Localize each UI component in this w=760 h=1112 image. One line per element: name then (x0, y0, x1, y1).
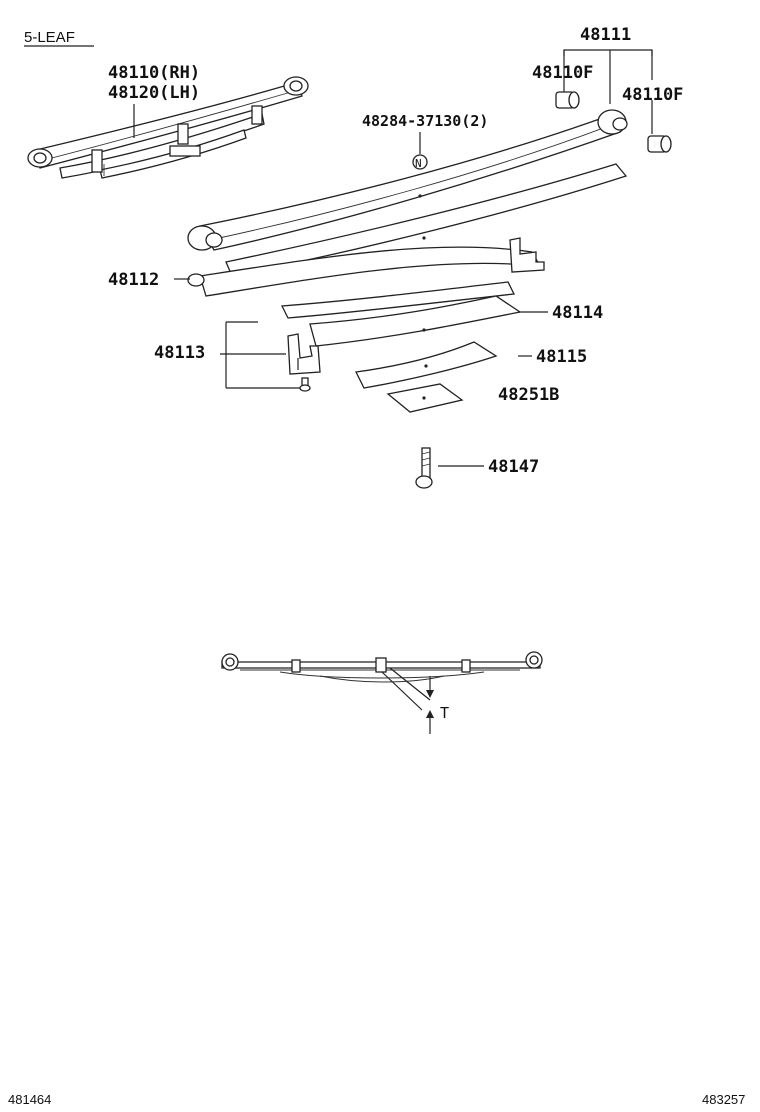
second-leaf-icon (225, 163, 628, 277)
clip-rivet-icon (299, 377, 311, 392)
leaf-spring-assembly-icon (27, 76, 309, 179)
label-leaf-2: 48112 (108, 270, 159, 290)
leaf-48112-icon (187, 237, 545, 297)
label-assembly-lh: 48120(LH) (108, 83, 200, 103)
center-bolt-icon (415, 447, 433, 489)
leaf-spring-side-view-icon (221, 651, 543, 734)
label-center-bolt: 48147 (488, 457, 539, 477)
bushing-left-icon (555, 91, 580, 109)
footer-right-code: 483257 (702, 1092, 745, 1107)
label-thickness: T (440, 704, 449, 722)
label-clip-group: 48113 (154, 343, 205, 363)
bracket-bushing-group (563, 49, 653, 56)
label-bolt-note: 48284-37130(2) (362, 112, 488, 130)
label-bushing-group: 48111 (580, 25, 631, 45)
bushing-right-icon (647, 100, 672, 153)
svg-text:N: N (415, 157, 422, 170)
label-assembly-rh: 48110(RH) (108, 63, 200, 83)
leaf-48114-icon (280, 281, 522, 347)
label-bushing-left: 48110F (532, 63, 593, 83)
footer-left-code: 481464 (8, 1092, 51, 1107)
leaf-plate-icon (386, 383, 464, 413)
label-bushing-right: 48110F (622, 85, 683, 105)
leaf-48115-icon (355, 341, 498, 389)
note-marker-icon: N (412, 154, 428, 170)
label-leaf-plate: 48251B (498, 385, 559, 405)
variant-label: 5-LEAF (24, 29, 75, 46)
label-leaf-5: 48115 (536, 347, 587, 367)
clip-icon (287, 333, 321, 375)
main-leaf-icon (187, 109, 628, 251)
label-leaf-4: 48114 (552, 303, 603, 323)
